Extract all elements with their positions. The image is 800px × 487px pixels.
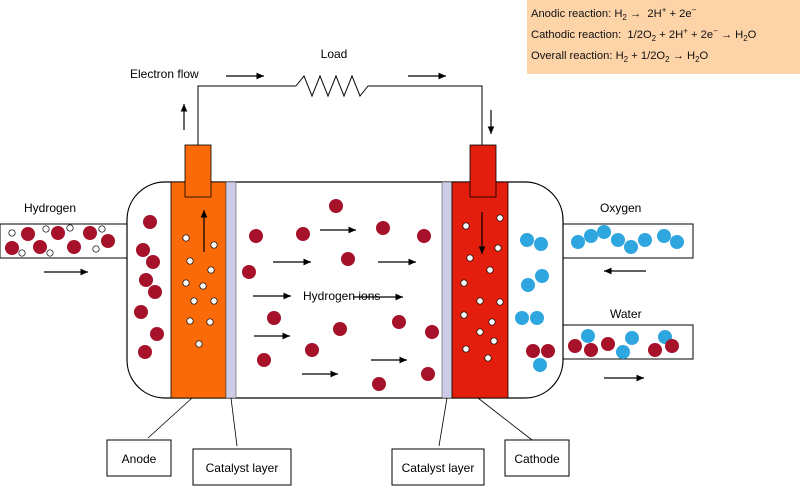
hydrogen-molecule — [33, 240, 47, 254]
electron-dots-inlet — [8, 224, 106, 257]
catalyst-layer-right — [441, 181, 453, 399]
label-leader-lines — [147, 397, 533, 447]
oxygen-molecule — [521, 278, 535, 292]
hydrogen-ion — [425, 325, 439, 339]
water-hydrogen — [648, 343, 662, 357]
hydrogen-ion — [341, 252, 355, 266]
anode-plate — [170, 181, 227, 399]
catalyst-layer-right-label: Catalyst layer — [402, 461, 475, 475]
hydrogen-molecule — [21, 227, 35, 241]
hydrogen-molecule — [150, 327, 164, 341]
hydrogen-ion — [376, 221, 390, 235]
oxygen-molecule — [515, 311, 529, 325]
water-oxygen — [625, 331, 639, 345]
hydrogen-molecule — [51, 226, 65, 240]
hydrogen-ion — [421, 367, 435, 381]
oxygen-molecule — [670, 235, 684, 249]
anode-terminal — [184, 144, 212, 198]
catalyst-layer-left-label-box — [192, 448, 292, 486]
overall-reaction: Overall reaction: H2 + 1/2O2 → H2O — [531, 50, 709, 65]
water-hydrogen — [526, 344, 540, 358]
electron-flow-label: Electron flow — [130, 67, 199, 81]
hydrogen-ion — [329, 199, 343, 213]
water-hydrogen — [568, 339, 582, 353]
anode-label: Anode — [122, 452, 157, 466]
hydrogen-molecule — [101, 234, 115, 248]
oxygen-molecule — [611, 233, 625, 247]
oxygen-molecule — [535, 269, 549, 283]
hydrogen-molecule — [143, 215, 157, 229]
catalyst-layer-left — [225, 181, 237, 399]
water-oxygen — [616, 345, 630, 359]
oxygen-molecule — [624, 240, 638, 254]
cathode-label-box — [504, 439, 570, 477]
hydrogen-ion — [249, 229, 263, 243]
water-hydrogen — [584, 343, 598, 357]
hydrogen-molecule — [136, 243, 150, 257]
hydrogen-ion — [333, 322, 347, 336]
hydrogen-molecule — [146, 255, 160, 269]
hydrogen-molecule — [83, 226, 97, 240]
circuit-wire — [197, 85, 296, 145]
water-outlet-oxygen — [581, 329, 672, 359]
hydrogen-ion — [372, 377, 386, 391]
water-molecules-right-chamber — [526, 344, 555, 358]
anodic-reaction-label: Anodic reaction: — [531, 8, 612, 20]
electrons-cathode — [460, 214, 504, 362]
hydrogen-molecule — [148, 285, 162, 299]
hydrogen-ions — [242, 199, 439, 391]
electrons-anode — [182, 234, 218, 348]
hydrogen-molecule — [138, 345, 152, 359]
overall-reaction-label: Overall reaction: — [531, 50, 613, 62]
load-label: Load — [321, 47, 348, 61]
oxygen-molecule — [638, 233, 652, 247]
ion-flow-arrows — [253, 226, 416, 378]
water-oxygen — [581, 329, 595, 343]
hydrogen-label: Hydrogen — [24, 201, 76, 215]
water-hydrogen — [541, 344, 555, 358]
catalyst-layer-right-label-box — [391, 448, 485, 486]
hydrogen-molecules-left-chamber — [134, 215, 164, 359]
catalyst-layer-left-label: Catalyst layer — [206, 461, 279, 475]
hydrogen-molecule — [139, 273, 153, 287]
oxygen-inlet-molecules — [571, 225, 684, 254]
cathode-label: Cathode — [514, 452, 560, 466]
water-outlet-hydrogen — [568, 337, 679, 357]
anode-label-box — [106, 439, 172, 477]
oxygen-molecule — [530, 311, 544, 325]
water-hydrogen — [601, 337, 615, 351]
oxygen-molecule — [657, 229, 671, 243]
hydrogen-ion — [305, 343, 319, 357]
load-resistor — [295, 74, 369, 98]
water-label: Water — [610, 307, 642, 321]
hydrogen-ion — [242, 265, 256, 279]
oxygen-label: Oxygen — [600, 201, 641, 215]
anodic-reaction: Anodic reaction: H2 → 2H+ + 2e− — [531, 5, 697, 23]
hydrogen-ion — [257, 353, 271, 367]
oxygen-molecules-right-chamber — [515, 233, 549, 372]
water-hydrogen — [665, 339, 679, 353]
hydrogen-ion — [296, 227, 310, 241]
hydrogen-ion — [417, 229, 431, 243]
cathodic-reaction-label: Cathodic reaction: — [531, 29, 622, 41]
cathode-terminal — [469, 144, 497, 198]
oxygen-molecule — [584, 229, 598, 243]
oxygen-molecule — [571, 235, 585, 249]
hydrogen-ion — [267, 311, 281, 325]
hydrogen-ions-label: Hydrogen ions — [303, 289, 380, 303]
hydrogen-ion — [392, 315, 406, 329]
hydrogen-molecule — [5, 241, 19, 255]
oxygen-molecule — [534, 237, 548, 251]
oxygen-molecule — [597, 225, 611, 239]
oxygen-molecule — [520, 233, 534, 247]
cathode-plate — [451, 181, 509, 399]
oxygen-molecule — [533, 358, 547, 372]
cathodic-reaction: Cathodic reaction: 1/2O2 + 2H+ + 2e− → H… — [531, 26, 757, 44]
hydrogen-molecule — [134, 305, 148, 319]
circuit-wire-right — [368, 85, 483, 145]
hydrogen-inlet-molecules — [5, 226, 115, 255]
hydrogen-molecule — [67, 240, 81, 254]
reaction-equations-box: Anodic reaction: H2 → 2H+ + 2e− Cathodic… — [527, 0, 800, 74]
